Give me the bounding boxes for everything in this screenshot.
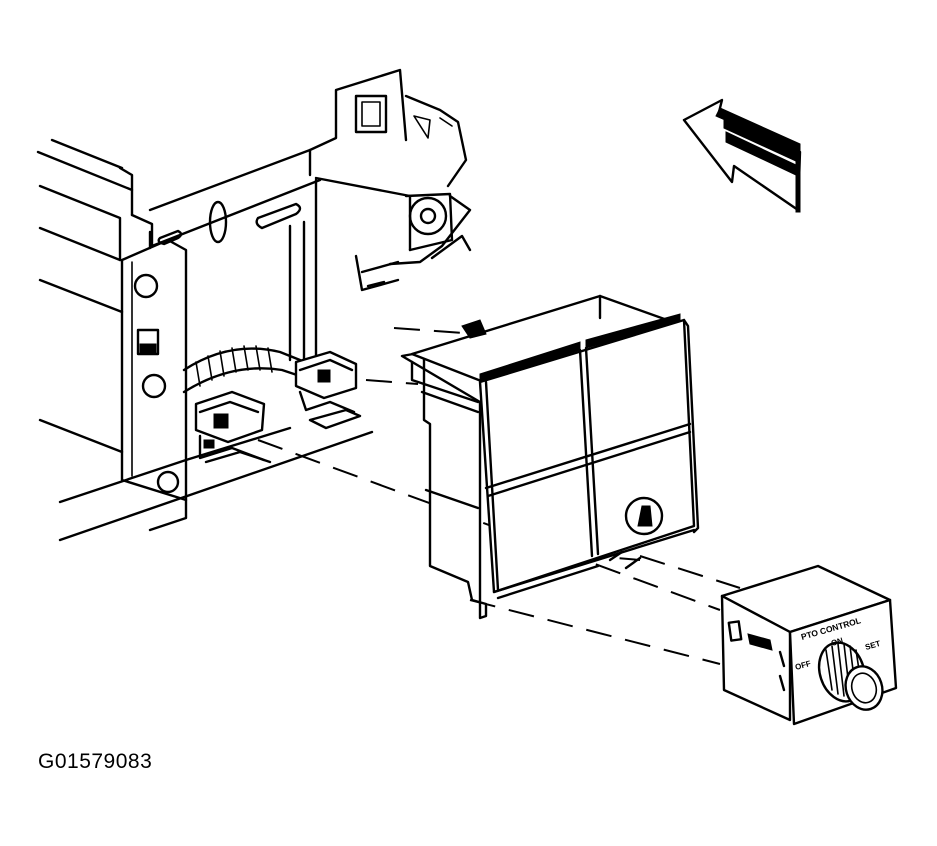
switch-off-label: OFF bbox=[794, 659, 812, 672]
switch-on-label: ON bbox=[830, 636, 844, 648]
dash-frame bbox=[36, 68, 472, 542]
figure-id-label: G01579083 bbox=[38, 750, 153, 773]
switch-bezel bbox=[400, 294, 700, 620]
arrow-up-left-icon bbox=[682, 98, 802, 213]
wiring-harness bbox=[182, 345, 362, 464]
pto-control-switch: PTO CONTROL ON OFF SET bbox=[720, 564, 898, 726]
switch-set-label: SET bbox=[864, 639, 882, 652]
